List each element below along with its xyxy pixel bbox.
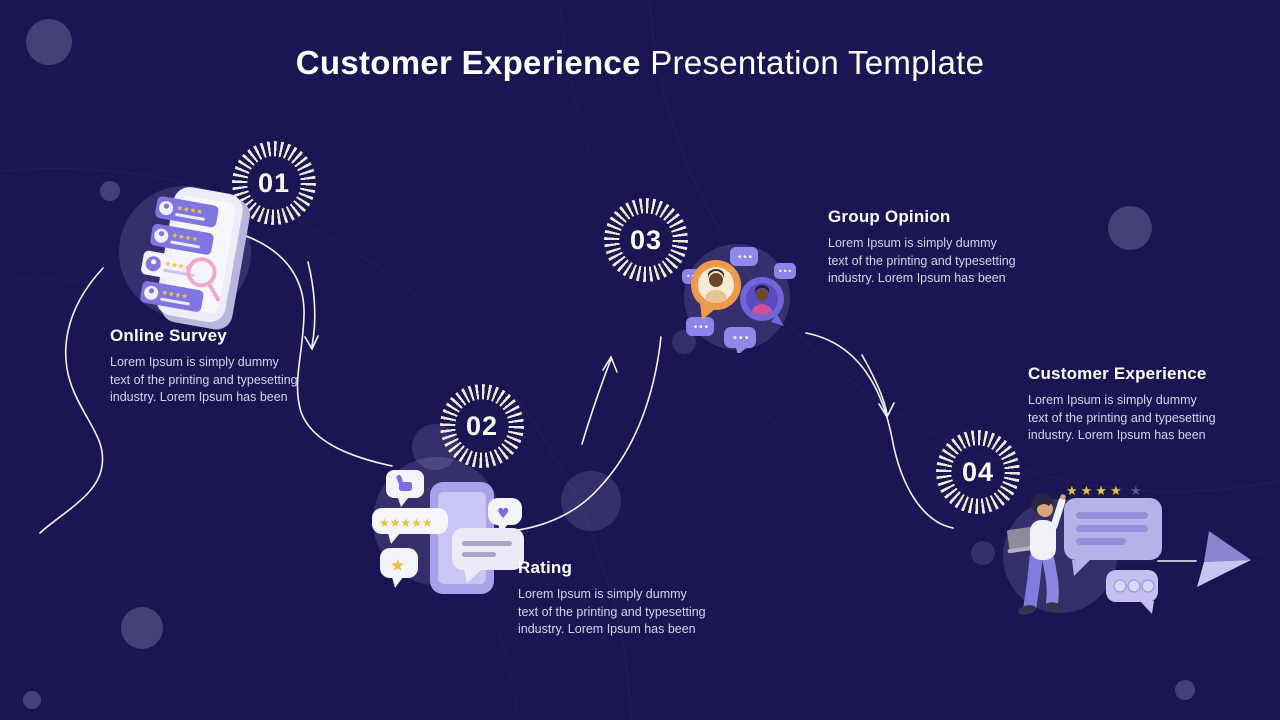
chat-bubble-small: •••	[774, 263, 796, 279]
decor-circle	[26, 19, 72, 65]
step-description: Lorem Ipsum is simply dummy text of the …	[828, 236, 1016, 285]
dots-text: •••	[732, 333, 750, 344]
connector-02-03-arrow-line	[581, 358, 612, 445]
decor-circle	[23, 691, 41, 709]
heart-icon: ♥	[497, 506, 510, 522]
customer-experience-illustration: ★★★★ ★	[1007, 484, 1162, 615]
survey-card: ★★★★	[155, 196, 219, 228]
step-number: 04	[961, 456, 995, 487]
step-01-number-badge: 01	[232, 141, 316, 225]
magnifier-icon	[186, 257, 221, 302]
step-04-text-block: Customer Experience Lorem Ipsum is simpl…	[1028, 364, 1220, 445]
title-regular-part: Presentation Template	[640, 44, 985, 81]
step-number: 03	[629, 224, 663, 255]
rating-phone-illustration: ★★★★★ ★ ♥	[372, 470, 524, 594]
step-title: Online Survey	[110, 326, 227, 345]
five-star-bubble: ★★★★★	[372, 508, 448, 544]
dots-bubble	[1106, 570, 1158, 614]
page-title: Customer Experience Presentation Templat…	[0, 44, 1280, 82]
step-number: 02	[465, 410, 499, 441]
step-02-number-badge: 02	[440, 384, 524, 468]
survey-card: ★★★★	[150, 223, 214, 255]
step-title: Customer Experience	[1028, 364, 1207, 383]
star-bubble: ★	[380, 548, 418, 588]
dots-text: •••	[693, 323, 709, 333]
step-description: Lorem Ipsum is simply dummy text of the …	[518, 587, 706, 636]
star-icon: ★	[390, 556, 405, 576]
person-bubble-purple	[740, 277, 784, 326]
dots-text: •••	[778, 267, 792, 276]
step-03-number-badge: 03	[604, 198, 688, 282]
message-bubble	[452, 528, 524, 583]
arrow-up-icon	[602, 355, 618, 373]
person-bubble-orange	[691, 260, 741, 320]
chat-bubble-small: •••	[730, 247, 758, 266]
decor-circle	[1108, 206, 1152, 250]
survey-card: ★★★★	[141, 250, 209, 285]
inactive-star-text: ★	[1130, 484, 1142, 499]
survey-card: ★★★★	[140, 281, 204, 312]
step-03-text-block: Group Opinion Lorem Ipsum is simply dumm…	[828, 207, 1020, 288]
step-description: Lorem Ipsum is simply dummy text of the …	[110, 355, 298, 404]
star-rating-text: ★★★★★	[379, 516, 433, 530]
title-bold-part: Customer Experience	[295, 44, 641, 81]
review-card: ★★★★ ★	[1064, 484, 1162, 576]
online-survey-phone-illustration: ★★★★ ★★★★ ★★★★ ★★★★	[140, 187, 250, 330]
chat-bubble-small: •••	[724, 327, 756, 353]
step-title: Rating	[518, 558, 573, 577]
heart-bubble: ♥	[488, 498, 522, 533]
step-description: Lorem Ipsum is simply dummy text of the …	[1028, 393, 1216, 442]
step-number: 01	[257, 167, 291, 198]
group-opinion-illustration: ••• ••• ••• ••• •••	[682, 247, 796, 353]
active-stars-text: ★★★★	[1066, 484, 1125, 499]
tick-ring-icon	[936, 430, 1020, 514]
step-04-number-badge: 04	[936, 430, 1020, 514]
paper-plane-next-icon[interactable]	[1197, 531, 1251, 589]
woman-with-laptop	[1007, 493, 1066, 615]
decor-circle	[121, 607, 163, 649]
thumbs-up-bubble	[386, 470, 424, 507]
step-title: Group Opinion	[828, 207, 951, 226]
step-02-text-block: Rating Lorem Ipsum is simply dummy text …	[518, 558, 710, 639]
tick-ring-icon	[604, 198, 688, 282]
illustration-backdrop-circle	[971, 541, 995, 565]
decor-circle	[1175, 680, 1195, 700]
chat-bubble-small: •••	[686, 317, 714, 336]
tick-ring-icon	[440, 384, 524, 468]
dots-text: •••	[737, 253, 753, 263]
decor-circle	[100, 181, 120, 201]
illustration-backdrop-circle	[561, 471, 621, 531]
step-01-text-block: Online Survey Lorem Ipsum is simply dumm…	[110, 326, 302, 407]
